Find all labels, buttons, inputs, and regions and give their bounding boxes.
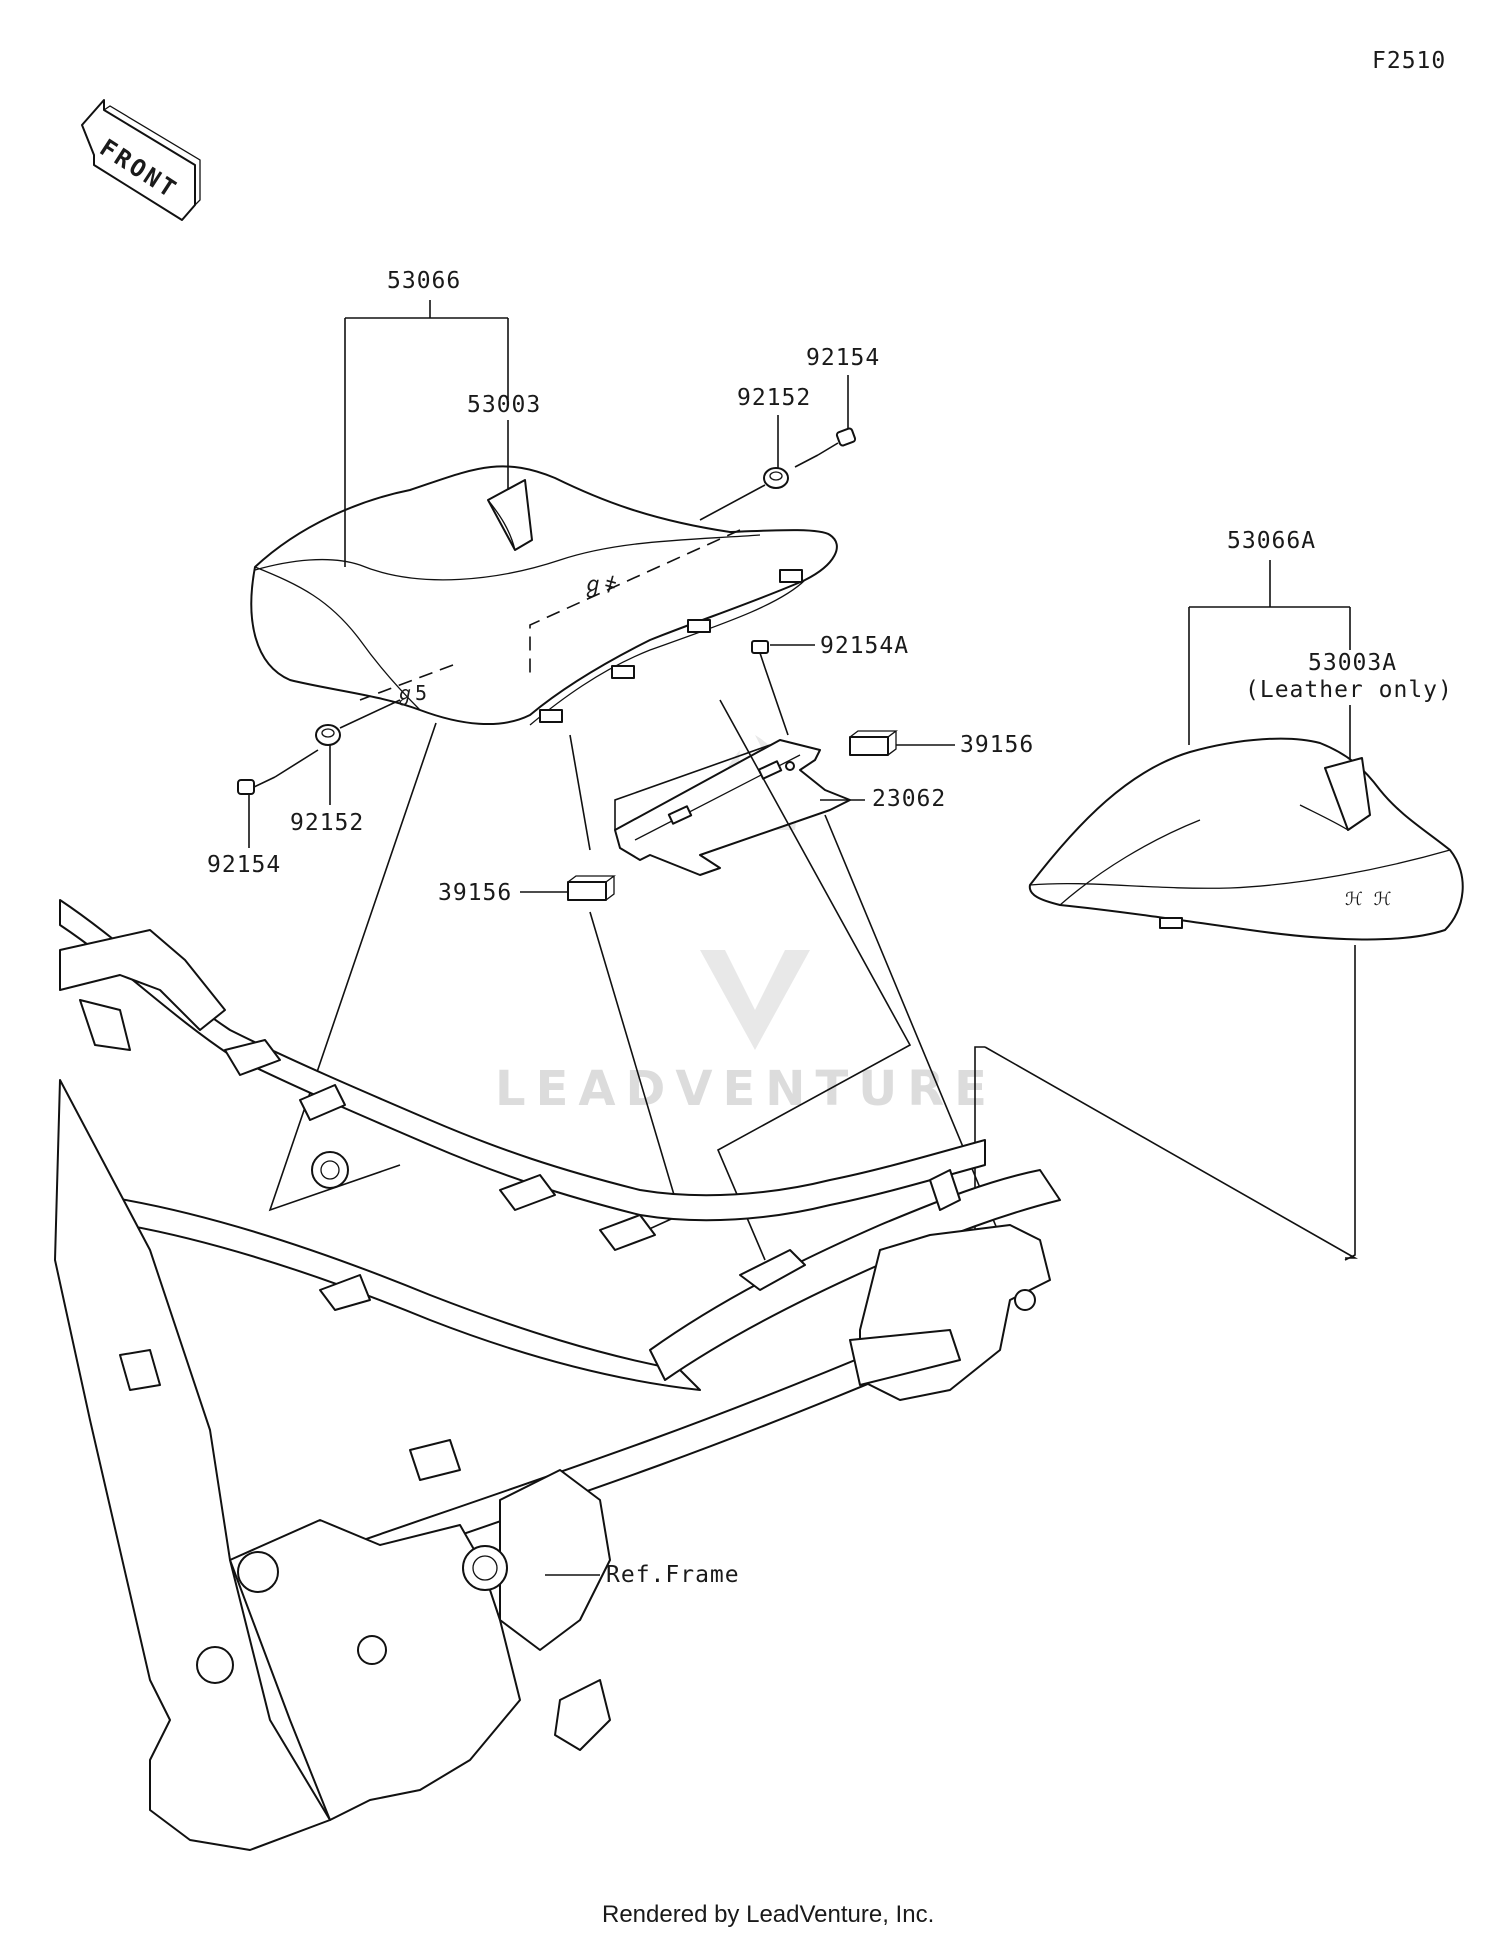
label-39156-left: 39156 bbox=[438, 880, 512, 906]
label-53066: 53066 bbox=[387, 268, 461, 294]
screw-icon bbox=[237, 776, 276, 795]
screw-collar-top: 92154 92152 bbox=[699, 345, 880, 521]
label-23062: 23062 bbox=[872, 786, 946, 812]
label-53003: 53003 bbox=[467, 392, 541, 418]
label-92152-left: 92152 bbox=[290, 810, 364, 836]
bracket-23062: 23062 bbox=[614, 739, 946, 876]
seat-alt: 53066A 53003A (Leather only) ℋ ℋ bbox=[1028, 528, 1464, 1261]
bolt-icon bbox=[751, 640, 769, 669]
label-92152-top: 92152 bbox=[737, 385, 811, 411]
watermark-text: LEADVENTURE bbox=[495, 1061, 997, 1117]
front-arrow-icon: FRONT bbox=[81, 99, 201, 221]
label-92154-top: 92154 bbox=[806, 345, 880, 371]
collar-icon bbox=[763, 467, 789, 489]
label-92154A: 92154A bbox=[820, 633, 909, 659]
label-ref-frame: Ref.Frame bbox=[606, 1562, 740, 1588]
leader-53066: 53066 53003 bbox=[344, 268, 541, 567]
seat-stamp-icon: ℊ҂ bbox=[582, 573, 617, 599]
screw-collar-left: 92152 92154 bbox=[207, 699, 401, 878]
seat-main: ℊ҂ ℊ5 bbox=[250, 465, 838, 726]
frame bbox=[54, 899, 1061, 1851]
screw-icon bbox=[817, 427, 857, 456]
label-53003A: 53003A bbox=[1308, 650, 1397, 676]
label-53066A: 53066A bbox=[1227, 528, 1316, 554]
label-92154-left: 92154 bbox=[207, 852, 281, 878]
bolt-92154a: 92154A bbox=[751, 633, 909, 736]
diagram-code: F2510 bbox=[1372, 48, 1446, 74]
seat-stamp-icon: ℋ ℋ bbox=[1345, 889, 1391, 910]
label-39156-right: 39156 bbox=[960, 732, 1034, 758]
collar-icon bbox=[315, 724, 341, 746]
damper-left: 39156 bbox=[438, 875, 616, 906]
damper-right: 39156 bbox=[849, 730, 1034, 758]
footer-credit: Rendered by LeadVenture, Inc. bbox=[602, 1901, 934, 1928]
leather-note: (Leather only) bbox=[1245, 677, 1453, 703]
